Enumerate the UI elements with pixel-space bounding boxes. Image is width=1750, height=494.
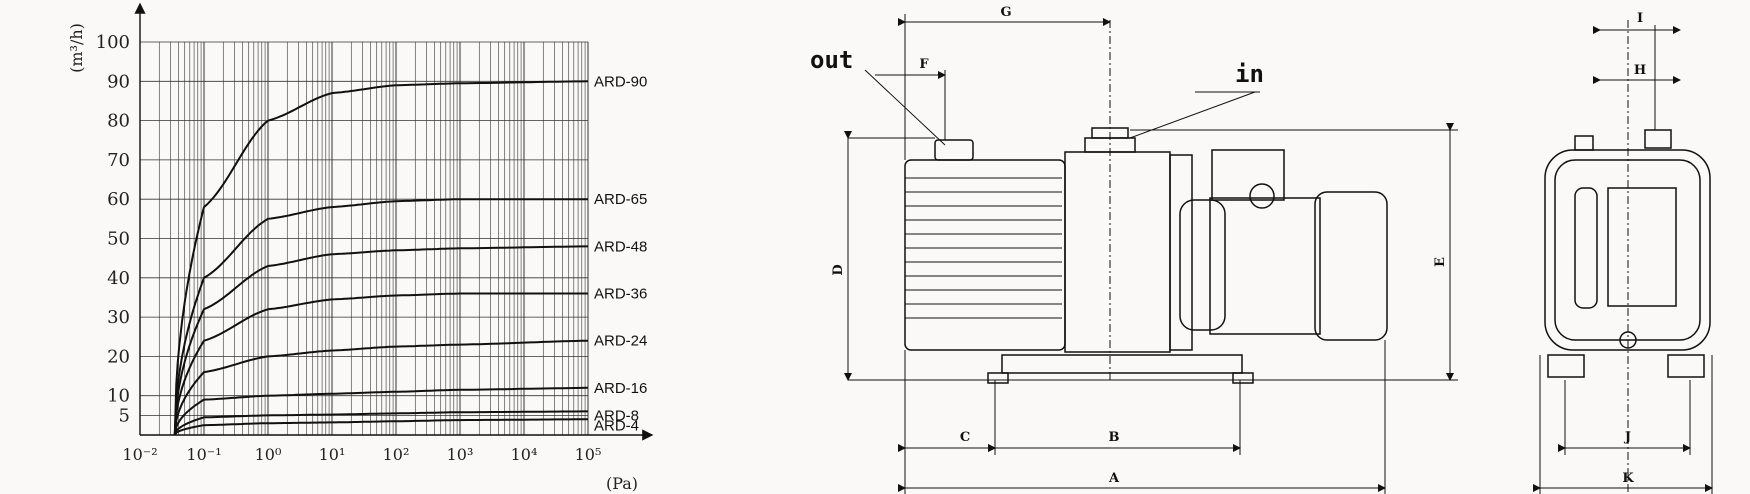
y-tick-label: 40 [107,268,130,289]
pump-housing [1064,151,1171,353]
chart-axes [134,2,654,441]
series-curve-ard-4 [173,418,588,436]
series-curve-ard-16 [173,386,589,436]
series-label-ard-8: ARD-8 [594,407,639,424]
y-tick-label: 90 [107,71,130,92]
y-tick-label: 80 [107,111,130,132]
y-tick-label: 5 [119,405,130,426]
cooling-fins [905,177,1062,319]
dim-F: F [919,57,929,72]
y-tick-label: 60 [107,189,130,210]
end-panel [1607,187,1677,307]
foot-right [1232,372,1254,384]
series-label-ard-65: ARD-65 [594,191,647,208]
end-outlet [1574,135,1594,151]
outlet-port [934,139,974,161]
end-inlet [1644,129,1672,149]
end-foot-left [1547,354,1585,378]
series-curve-ard-8 [173,410,588,436]
series-label-ard-16: ARD-16 [594,380,647,397]
dim-G: G [1000,5,1011,20]
series-label-ard-24: ARD-24 [594,333,647,350]
x-tick-label: 10⁵ [575,445,602,464]
pump-end-view [1533,20,1713,494]
x-tick-labels: 10⁻² 10⁻¹ 10⁰ 10¹ 10² 10³ 10⁴ 10⁵ [122,445,601,464]
series-label-ard-90: ARD-90 [594,73,647,90]
y-tick-label: 100 [96,32,130,53]
pumping-speed-chart: 100 90 80 70 60 50 40 30 20 105 10⁻² 10⁻¹ 10⁰ 10¹ 10²… [67,2,654,493]
dim-A: A [1108,471,1120,486]
series-labels: ARD-90ARD-65ARD-48ARD-36ARD-24ARD-16ARD-… [594,73,647,434]
y-tick-label: 30 [107,307,130,328]
foot-left [987,372,1009,384]
series-curve-ard-90 [173,80,589,436]
series-curves [173,80,589,436]
dim-C: C [960,430,970,445]
pump-side-view [844,14,1458,494]
oil-sight-glass [1574,187,1598,309]
series-label-ard-36: ARD-36 [594,286,647,303]
x-tick-label: 10² [383,445,410,464]
x-tick-label: 10⁰ [255,445,282,464]
base-plate [1001,354,1243,374]
dim-E: E [1433,257,1448,267]
y-tick-label: 50 [107,229,130,250]
motor-endcap [1179,199,1226,331]
series-curve-ard-65 [173,198,588,436]
x-tick-label: 10³ [447,445,474,464]
series-curve-ard-24 [173,339,589,436]
pump-body [904,159,1066,351]
x-tick-label: 10⁴ [511,445,538,464]
x-tick-label: 10¹ [319,445,346,464]
cable-gland [1249,183,1275,209]
dim-D: D [831,264,846,275]
dim-I: I [1637,11,1643,26]
terminal-box [1211,149,1285,201]
end-dimension-lines [1533,25,1713,494]
x-tick-label: 10⁻¹ [186,445,221,464]
dim-B: B [1109,430,1120,445]
x-axis-unit: (Pa) [606,474,638,493]
y-tick-label: 20 [107,346,130,367]
chart-grid [139,41,589,435]
y-tick-label: 10 [107,386,130,407]
end-foot-right [1667,354,1705,378]
series-curve-ard-36 [173,292,588,436]
x-tick-label: 10⁻² [122,445,157,464]
motor-body [1209,197,1321,335]
outlet-label: out [810,46,853,74]
y-tick-labels: 100 90 80 70 60 50 40 30 20 105 [96,32,130,426]
y-axis-unit: (m³/h) [67,23,86,73]
dimension-lines [844,14,1458,494]
series-label-ard-4: ARD-4 [594,417,639,434]
series-curve-ard-48 [173,245,588,436]
pump-flange [1169,154,1193,351]
dim-K: K [1622,471,1634,486]
series-label-ard-48: ARD-48 [594,238,647,255]
y-tick-label: 70 [107,150,130,171]
inlet-label: in [1235,60,1264,88]
drain-plug [1619,331,1637,349]
dim-J: J [1624,430,1631,445]
dim-H: H [1634,63,1646,78]
motor-fan-cover [1314,191,1388,341]
